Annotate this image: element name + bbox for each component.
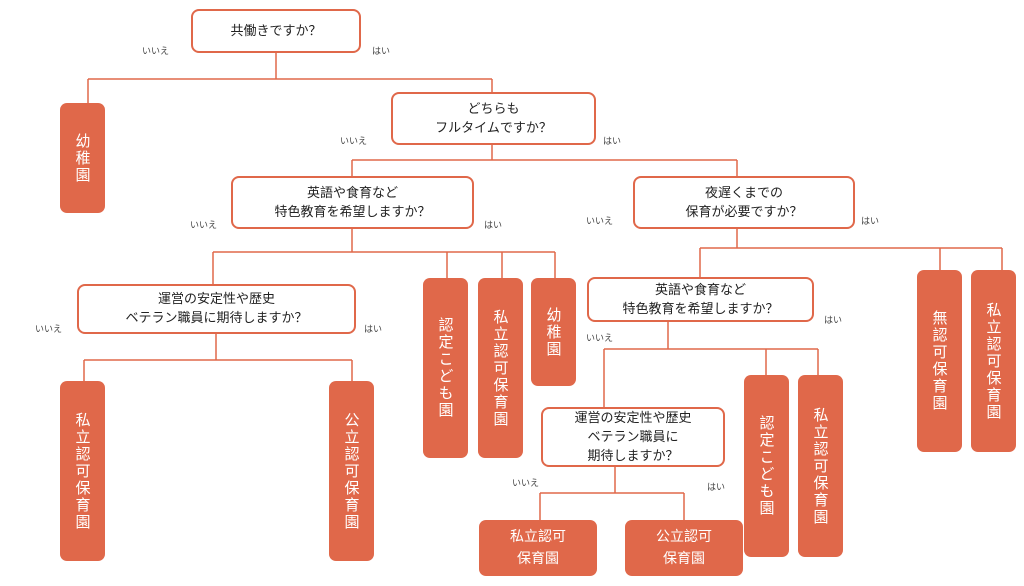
edge-label-no: いいえ [586, 217, 614, 227]
edge-label-no: いいえ [35, 325, 63, 335]
result-kindergarten-2: 幼稚園 [531, 278, 576, 386]
edge-label-yes: はい [484, 221, 503, 231]
connector-q6 [603, 322, 819, 407]
edge-label-yes: はい [372, 47, 391, 57]
question-box-q1: 共働きですか？ [191, 9, 361, 53]
edge-label-yes: はい [364, 325, 383, 335]
edge-label-yes: はい [861, 217, 880, 227]
result-shiritsu-ninka-4: 私立認可保育園 [971, 270, 1016, 452]
result-nintei-kodomoen-2: 認定こども園 [744, 375, 789, 557]
result-kouritsu-ninka-1: 公立認可保育園 [329, 381, 374, 561]
connector-q4 [699, 229, 1003, 277]
result-shiritsu-ninka-5: 私立認可 保育園 [479, 520, 597, 576]
result-shiritsu-ninka-1: 私立認可保育園 [478, 278, 523, 458]
result-nintei-kodomoen-1: 認定こども園 [423, 278, 468, 458]
question-box-q3: 英語や食育など 特色教育を希望しますか？ [231, 176, 474, 229]
connector-q7 [539, 467, 685, 520]
edge-label-yes: はい [824, 316, 843, 326]
result-kouritsu-ninka-2: 公立認可 保育園 [625, 520, 743, 576]
question-box-q5: 運営の安定性や歴史 ベテラン職員に期待しますか？ [77, 284, 356, 334]
edge-label-yes: はい [707, 483, 726, 493]
question-box-q7: 運営の安定性や歴史 ベテラン職員に 期待しますか？ [541, 407, 725, 467]
edge-label-no: いいえ [190, 221, 218, 231]
edge-label-no: いいえ [512, 479, 540, 489]
edge-label-yes: はい [603, 137, 622, 147]
question-box-q2: どちらも フルタイムですか？ [391, 92, 596, 145]
question-box-q6: 英語や食育など 特色教育を希望しますか？ [587, 277, 814, 322]
result-kindergarten-1: 幼稚園 [60, 103, 105, 213]
connector-q3 [212, 229, 556, 284]
edge-label-no: いいえ [142, 47, 170, 57]
connector-q5 [83, 334, 353, 381]
connector-q1 [87, 53, 493, 103]
edge-label-no: いいえ [586, 334, 614, 344]
result-shiritsu-ninka-2: 私立認可保育園 [60, 381, 105, 561]
connector-q2 [351, 145, 738, 176]
result-muninka: 無認可保育園 [917, 270, 962, 452]
question-box-q4: 夜遅くまでの 保育が必要ですか？ [633, 176, 855, 229]
edge-label-no: いいえ [340, 137, 368, 147]
result-shiritsu-ninka-3: 私立認可保育園 [798, 375, 843, 557]
